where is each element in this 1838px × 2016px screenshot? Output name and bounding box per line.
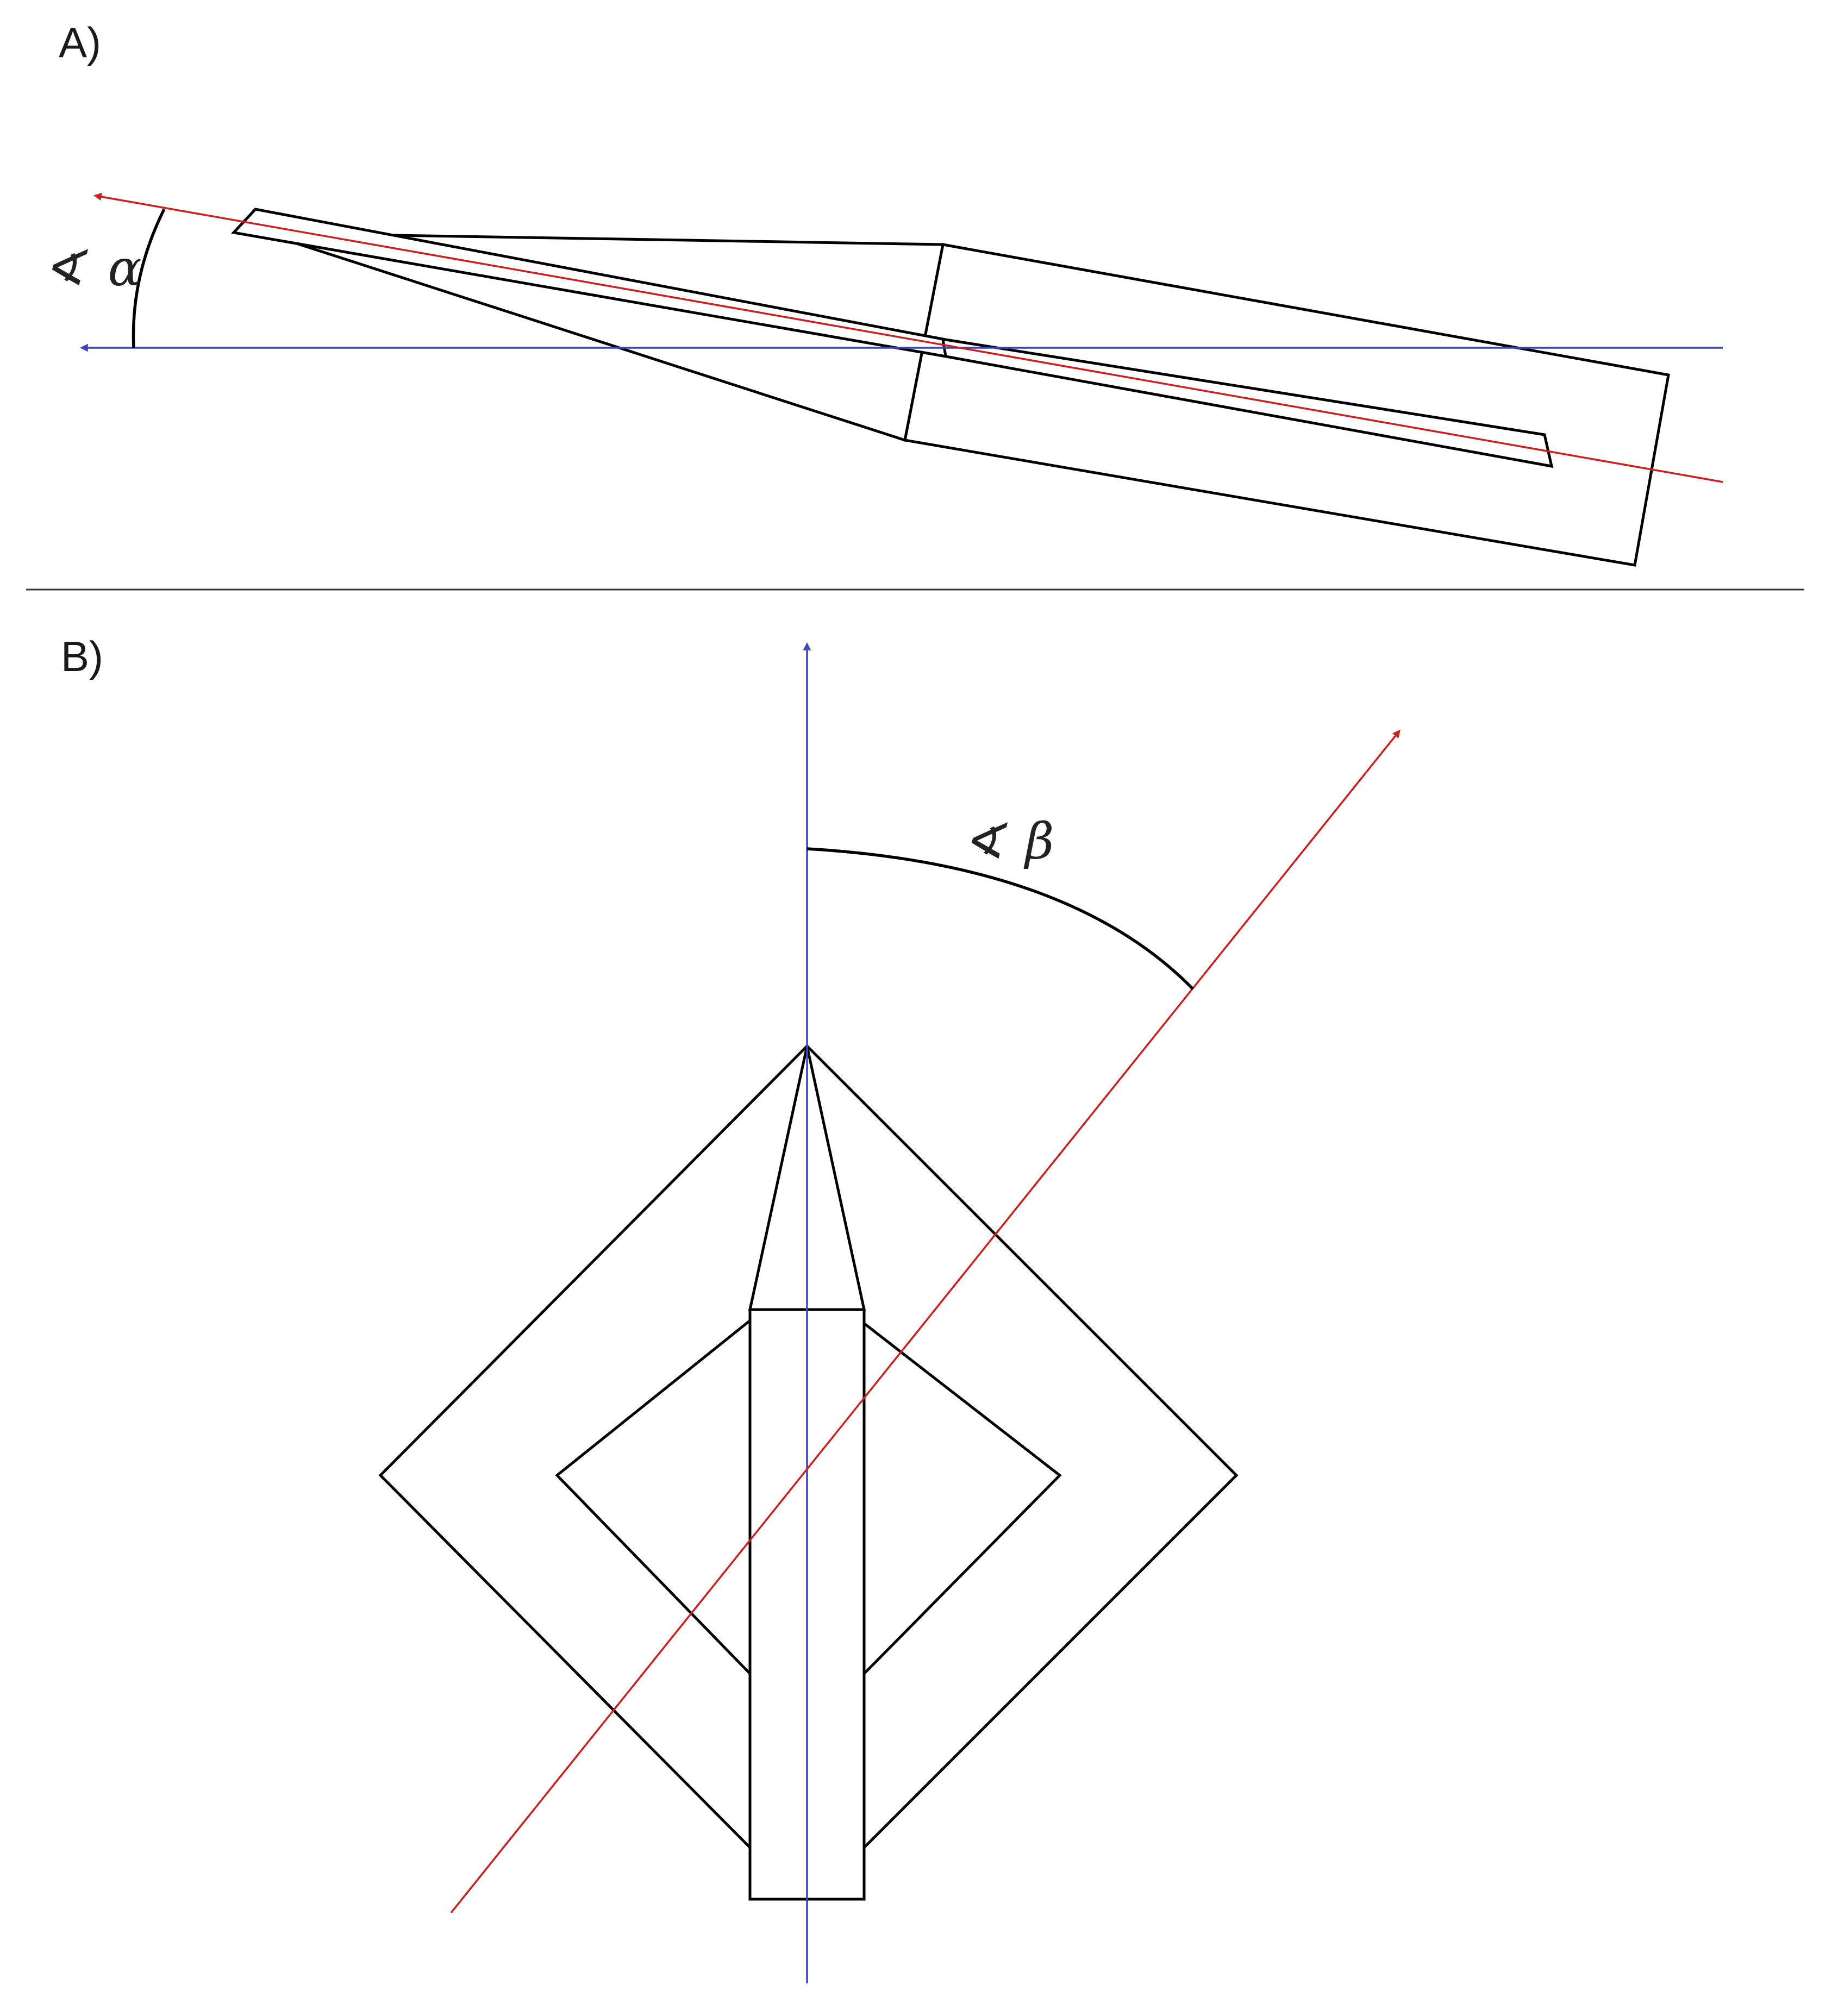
tilted-axis-a <box>93 192 1723 483</box>
angle-symbol-beta: ∢ <box>962 812 1008 871</box>
svg-text:∢ β: ∢ β <box>962 812 1054 871</box>
svg-text:∢ α: ∢ α <box>42 239 141 297</box>
panel-b: B) ∢ β <box>61 633 1401 1983</box>
angle-arc-beta <box>807 847 1194 990</box>
blade-top-view <box>378 1044 1239 1901</box>
panel-b-label: B) <box>61 633 103 680</box>
blade-side-view <box>231 208 1670 567</box>
panel-a: A) ∢ α <box>42 18 1723 567</box>
angle-label-beta: ∢ β <box>962 812 1054 871</box>
angle-arc-alpha <box>132 208 166 348</box>
angle-symbol-alpha: ∢ <box>42 239 89 297</box>
blade-cutting-edge <box>231 208 1554 468</box>
tilted-axis-b <box>450 729 1401 1914</box>
angle-label-alpha: ∢ α <box>42 239 141 297</box>
angle-letter-alpha: α <box>108 239 141 297</box>
panel-a-label: A) <box>59 18 101 66</box>
angle-letter-beta: β <box>1023 812 1054 871</box>
